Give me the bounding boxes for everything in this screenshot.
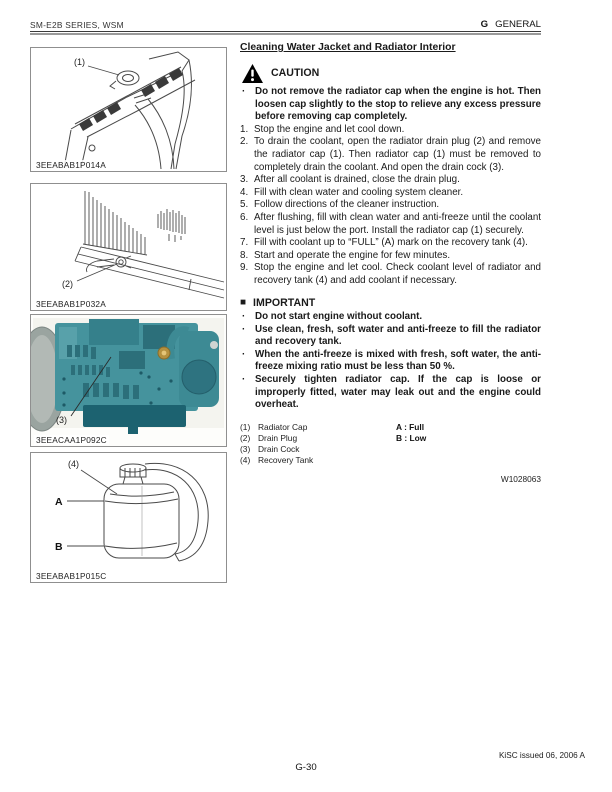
important-bullet-3: ·When the anti-freeze is mixed with fres… xyxy=(242,348,541,373)
mark-b-label: B xyxy=(55,541,63,553)
page-title: Cleaning Water Jacket and Radiator Inter… xyxy=(240,42,456,53)
bullet-dot-icon: · xyxy=(242,374,246,386)
legend-item-4: (4)Recovery Tank xyxy=(240,454,314,465)
legend-item-3: (3)Drain Cock xyxy=(240,443,300,454)
figure-caption: 3EEABAB1P015C xyxy=(34,571,109,581)
warning-triangle-icon xyxy=(242,63,263,83)
caution-header: CAUTION xyxy=(242,63,541,83)
caution-label: CAUTION xyxy=(271,66,320,79)
bullet-dot-icon: · xyxy=(242,348,246,360)
bullet-dot-icon: · xyxy=(242,311,246,323)
issue-note: KiSC issued 06, 2006 A xyxy=(498,751,585,760)
step-3: 3.After all coolant is drained, close th… xyxy=(240,174,460,186)
section-header: G GENERAL xyxy=(481,19,541,30)
section-name: GENERAL xyxy=(495,19,541,30)
callout-4: (4) xyxy=(68,459,79,469)
legend-item-1: (1)Radiator Cap xyxy=(240,421,308,432)
figure-radiator-drain-plug: (2) 3EEABAB1P032A xyxy=(30,183,227,311)
step-9: 9.Stop the engine and let cool. Check co… xyxy=(240,262,541,286)
mark-full: A : Full xyxy=(396,421,425,432)
step-6: 6.After flushing, fill with clean water … xyxy=(240,211,541,236)
figure-caption: 3EEABAB1P032A xyxy=(34,299,108,309)
caution-bullet: · Do not remove the radiator cap when th… xyxy=(242,86,541,123)
text-column: Cleaning Water Jacket and Radiator Inter… xyxy=(240,41,541,486)
figure-caption: 3EEABAB1P014A xyxy=(34,160,108,170)
important-label: IMPORTANT xyxy=(253,296,316,309)
bullet-dot-icon: · xyxy=(242,86,246,97)
parts-legend: (1)Radiator Cap (2)Drain Plug (3)Drain C… xyxy=(240,422,541,466)
radiator-bottom-line-art: (2) xyxy=(62,191,225,299)
important-header: ■ IMPORTANT xyxy=(240,297,541,310)
reference-code: W1028063 xyxy=(500,474,541,485)
square-bullet-icon: ■ xyxy=(240,296,247,308)
radiator-top-line-art: (1) xyxy=(63,51,196,170)
step-2: 2.To drain the coolant, open the radiato… xyxy=(240,136,541,173)
legend-marks: A : Full B : Low xyxy=(396,422,426,444)
important-bullet-2: ·Use clean, fresh, soft water and anti-f… xyxy=(242,323,541,348)
document-title-header: SM-E2B SERIES, WSM xyxy=(30,20,124,30)
callout-1: (1) xyxy=(74,57,85,67)
legend-item-2: (2)Drain Plug xyxy=(240,432,298,443)
bullet-dot-icon: · xyxy=(242,323,246,335)
callout-2: (2) xyxy=(62,279,73,289)
step-8: 8.Start and operate the engine for few m… xyxy=(240,249,451,261)
important-bullet-1: ·Do not start engine without coolant. xyxy=(242,311,423,323)
figure-radiator-top: (1) 3EEABAB1P014A xyxy=(30,47,227,172)
recovery-tank-line-art: (4) A B xyxy=(55,459,209,562)
mark-a-label: A xyxy=(55,496,63,508)
step-4: 4.Fill with clean water and cooling syst… xyxy=(240,186,464,198)
mark-low: B : Low xyxy=(396,432,427,443)
step-5: 5.Follow directions of the cleaner instr… xyxy=(240,199,440,211)
step-7: 7.Fill with coolant up to “FULL” (A) mar… xyxy=(240,237,528,249)
page-number: G-30 xyxy=(295,762,317,773)
header-divider xyxy=(30,31,541,35)
figure-caption: 3EEACAA1P092C xyxy=(34,435,109,445)
engine-photo: (3) xyxy=(31,315,226,446)
figure-engine-drain-cock: (3) 3EEACAA1P092C xyxy=(30,314,227,447)
step-1: 1.Stop the engine and let cool down. xyxy=(240,123,405,135)
figure-recovery-tank: (4) A B 3EEABAB1P015C xyxy=(30,452,227,583)
section-letter: G xyxy=(480,19,489,30)
callout-3: (3) xyxy=(56,415,67,425)
important-bullet-4: ·Securely tighten radiator cap. If the c… xyxy=(242,374,541,411)
